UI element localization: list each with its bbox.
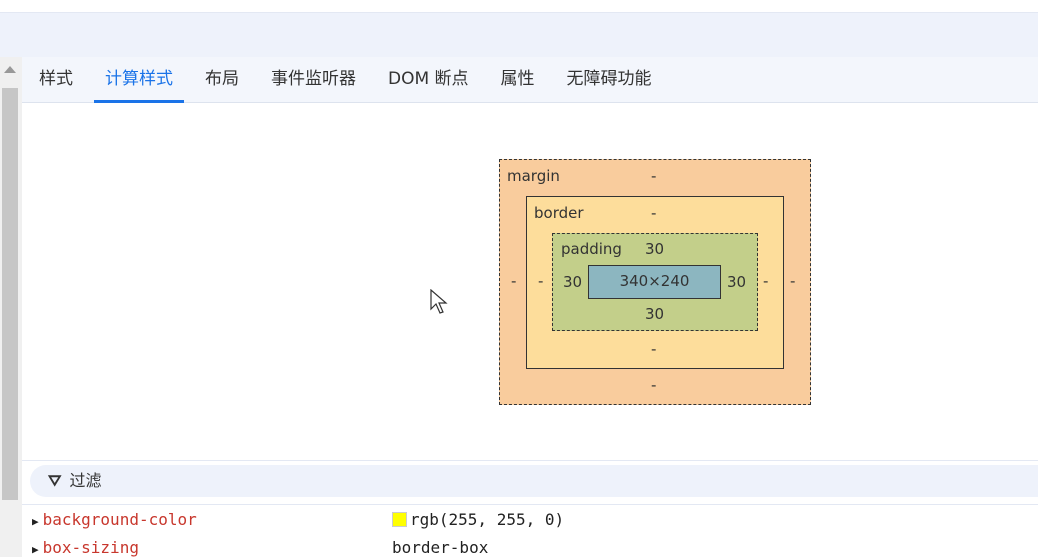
margin-label: margin [507, 167, 560, 185]
divider [22, 504, 1038, 505]
property-row[interactable]: ▶box-sizing border-box [32, 538, 1032, 557]
margin-top[interactable]: - [651, 167, 657, 185]
filter-icon: ⛛ [48, 471, 62, 490]
expand-arrow-icon[interactable]: ▶ [32, 543, 39, 556]
border-bottom[interactable]: - [651, 340, 657, 358]
border-top[interactable]: - [651, 204, 657, 222]
box-model-content[interactable]: 340×240 [588, 265, 721, 299]
padding-bottom[interactable]: 30 [645, 305, 665, 323]
margin-right[interactable]: - [790, 272, 796, 290]
property-value: border-box [392, 538, 489, 557]
tab-event-listeners[interactable]: 事件监听器 [271, 69, 356, 89]
filter-input[interactable]: ⛛ 过滤 [30, 465, 1038, 497]
tab-layout[interactable]: 布局 [205, 69, 239, 89]
tab-styles[interactable]: 样式 [39, 69, 73, 89]
tab-accessibility[interactable]: 无障碍功能 [566, 69, 652, 89]
padding-top[interactable]: 30 [645, 240, 665, 258]
property-row[interactable]: ▶background-color rgb(255, 255, 0) [32, 510, 1032, 529]
border-left[interactable]: - [538, 272, 544, 290]
scrollbar-thumb[interactable] [2, 88, 18, 500]
tab-computed[interactable]: 计算样式 [94, 57, 184, 103]
mouse-cursor-icon [430, 289, 448, 314]
border-right[interactable]: - [763, 272, 769, 290]
property-value: rgb(255, 255, 0) [410, 510, 565, 529]
tab-properties[interactable]: 属性 [500, 69, 535, 89]
color-swatch[interactable] [392, 512, 407, 527]
property-name: box-sizing [42, 538, 139, 557]
expand-arrow-icon[interactable]: ▶ [32, 515, 39, 528]
panel-tabs: 样式 计算样式 布局 事件监听器 DOM 断点 属性 无障碍功能 [22, 57, 1038, 103]
margin-left[interactable]: - [511, 272, 517, 290]
margin-bottom[interactable]: - [651, 376, 657, 394]
divider [22, 460, 1038, 461]
padding-left[interactable]: 30 [563, 273, 583, 291]
tab-dom-breakpoints[interactable]: DOM 断点 [388, 69, 469, 89]
scroll-up-arrow-icon[interactable] [4, 66, 16, 73]
property-name: background-color [42, 510, 197, 529]
filter-placeholder: 过滤 [69, 471, 102, 490]
padding-right[interactable]: 30 [727, 273, 747, 291]
border-label: border [534, 204, 584, 222]
padding-label: padding [561, 240, 622, 258]
top-toolbar [0, 12, 1038, 57]
